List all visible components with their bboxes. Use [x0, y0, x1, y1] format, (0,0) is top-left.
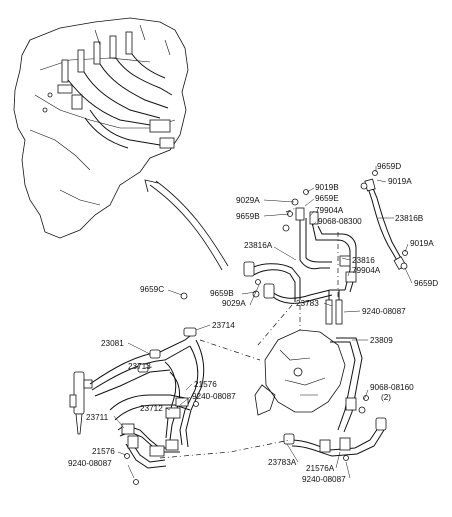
label-9068-08300: 9068-08300: [318, 217, 362, 226]
label-9659b-mid: 9659B: [210, 289, 234, 298]
label-23712: 23712: [140, 404, 163, 413]
label-23711: 23711: [86, 413, 109, 422]
label-9029a-mid: 9029A: [222, 299, 246, 308]
label-9240-08087-right: 9240-08087: [362, 307, 406, 316]
label-23816: 23816: [352, 256, 375, 265]
part-labels: 9659D 9019B 9019A 9029A 9659E 9659B 7990…: [68, 162, 438, 484]
engine-overview: [13, 17, 189, 239]
upper-pipe-assembly: [243, 170, 408, 325]
label-23714: 23714: [212, 321, 235, 330]
label-9019b: 9019B: [315, 183, 339, 192]
label-9068-qty: (2): [381, 393, 391, 402]
label-21576-left: 21576: [92, 447, 115, 456]
label-9068-08160: 9068-08160: [370, 383, 414, 392]
label-9019a-right: 9019A: [410, 239, 434, 248]
reference-lines: [159, 207, 339, 459]
leader-lines: [113, 166, 413, 479]
label-9240-08087-bottom: 9240-08087: [302, 475, 346, 484]
injection-pipe-assembly: [69, 292, 205, 485]
callout-arrow: [144, 179, 229, 271]
label-23809: 23809: [370, 336, 393, 345]
label-9659b-top: 9659B: [236, 212, 260, 221]
label-9659e: 9659E: [315, 194, 339, 203]
label-9029a-top: 9029A: [236, 196, 260, 205]
label-9659d-top: 9659D: [377, 162, 401, 171]
injection-pump: [254, 329, 387, 461]
label-79904a-top: 79904A: [315, 206, 344, 215]
label-23783a: 23783A: [268, 458, 297, 467]
label-21576: 21576: [194, 380, 217, 389]
label-21576a: 21576A: [306, 464, 335, 473]
label-9019a-top: 9019A: [388, 177, 412, 186]
label-9240-08087-left: 9240-08087: [68, 459, 112, 468]
label-23816a: 23816A: [244, 241, 273, 250]
label-9659d-right: 9659D: [414, 279, 438, 288]
label-23816b: 23816B: [395, 214, 424, 223]
label-9659c: 9659C: [140, 285, 164, 294]
label-9240-08087-mid: 9240-08087: [192, 392, 236, 401]
label-23783: 23783: [296, 299, 319, 308]
label-23713: 23713: [128, 362, 151, 371]
label-23081: 23081: [101, 339, 124, 348]
label-79904a-mid: 79904A: [352, 266, 381, 275]
